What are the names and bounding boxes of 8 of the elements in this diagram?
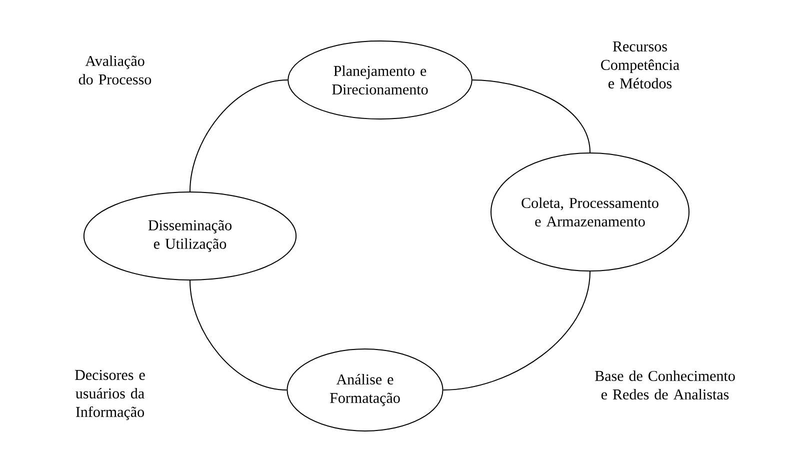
connector-arc: [190, 80, 288, 192]
stage-note: Avaliação do Processo: [78, 55, 152, 85]
stage-note: Decisores e usuários da Informação: [75, 370, 145, 420]
connector-arc: [472, 80, 590, 153]
connector-arc: [442, 271, 590, 390]
stage-note: Base de Conhecimento e Redes de Analistas: [595, 370, 735, 400]
stage-note: Recursos Competência e Métodos: [601, 42, 680, 88]
connector-arc: [190, 280, 288, 390]
